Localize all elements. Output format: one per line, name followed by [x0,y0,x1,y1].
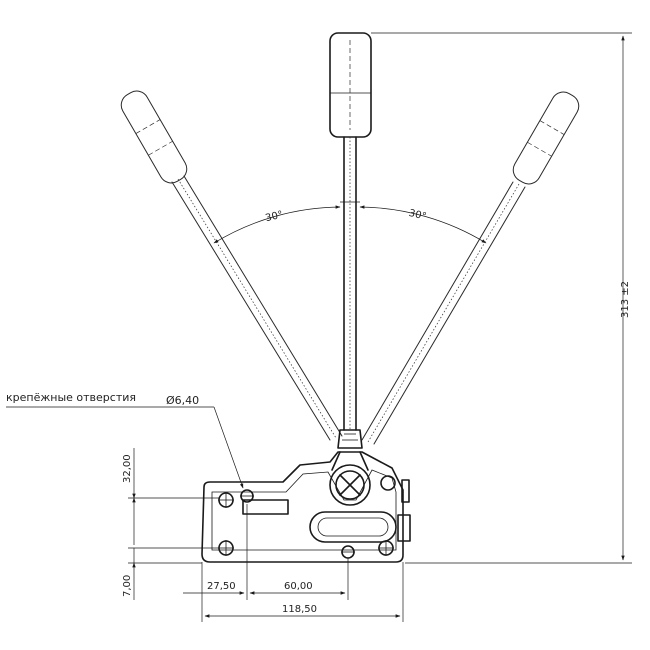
mounting-holes-callout: крепёжные отверстия Ø6,40 [6,391,244,489]
lever-right-handle [512,91,580,185]
base-housing [201,451,411,563]
lever-left-handle [120,90,188,184]
angle-dimension: 30° 30° [213,201,487,244]
angle-right-label: 30° [408,208,428,223]
mounting-hole-bottom-right [378,540,394,556]
dimension-32-label: 32,00 [122,454,133,483]
mounting-hole-bottom-left [218,540,234,556]
dimension-118-50-label: 118,50 [282,604,317,615]
lever-vertical [329,32,372,431]
nameplate [242,499,289,515]
lever-right-phantom [361,91,580,445]
dimension-7-label: 7,00 [122,575,133,597]
hole-diameter-label: Ø6,40 [166,394,199,407]
dimension-60-label: 60,00 [284,581,313,592]
mounting-hole-bottom-middle [341,545,355,559]
overall-height-dimension: 313 ±2 [371,32,632,564]
slot [309,511,397,543]
mounting-holes-label: крепёжные отверстия [6,391,136,404]
dimension-27-50-label: 27,50 [207,581,236,592]
pivot-mechanism [329,429,410,506]
mounting-hole-top-left [218,492,234,508]
mounting-hole-top [240,489,254,503]
left-vertical-dimensions: 32,00 7,00 [122,448,220,600]
bottom-dimensions: 27,50 60,00 118,50 [183,504,404,622]
angle-left-label: 30° [264,209,284,224]
lever-left-phantom [120,90,343,441]
overall-height-label: 313 ±2 [620,281,631,318]
